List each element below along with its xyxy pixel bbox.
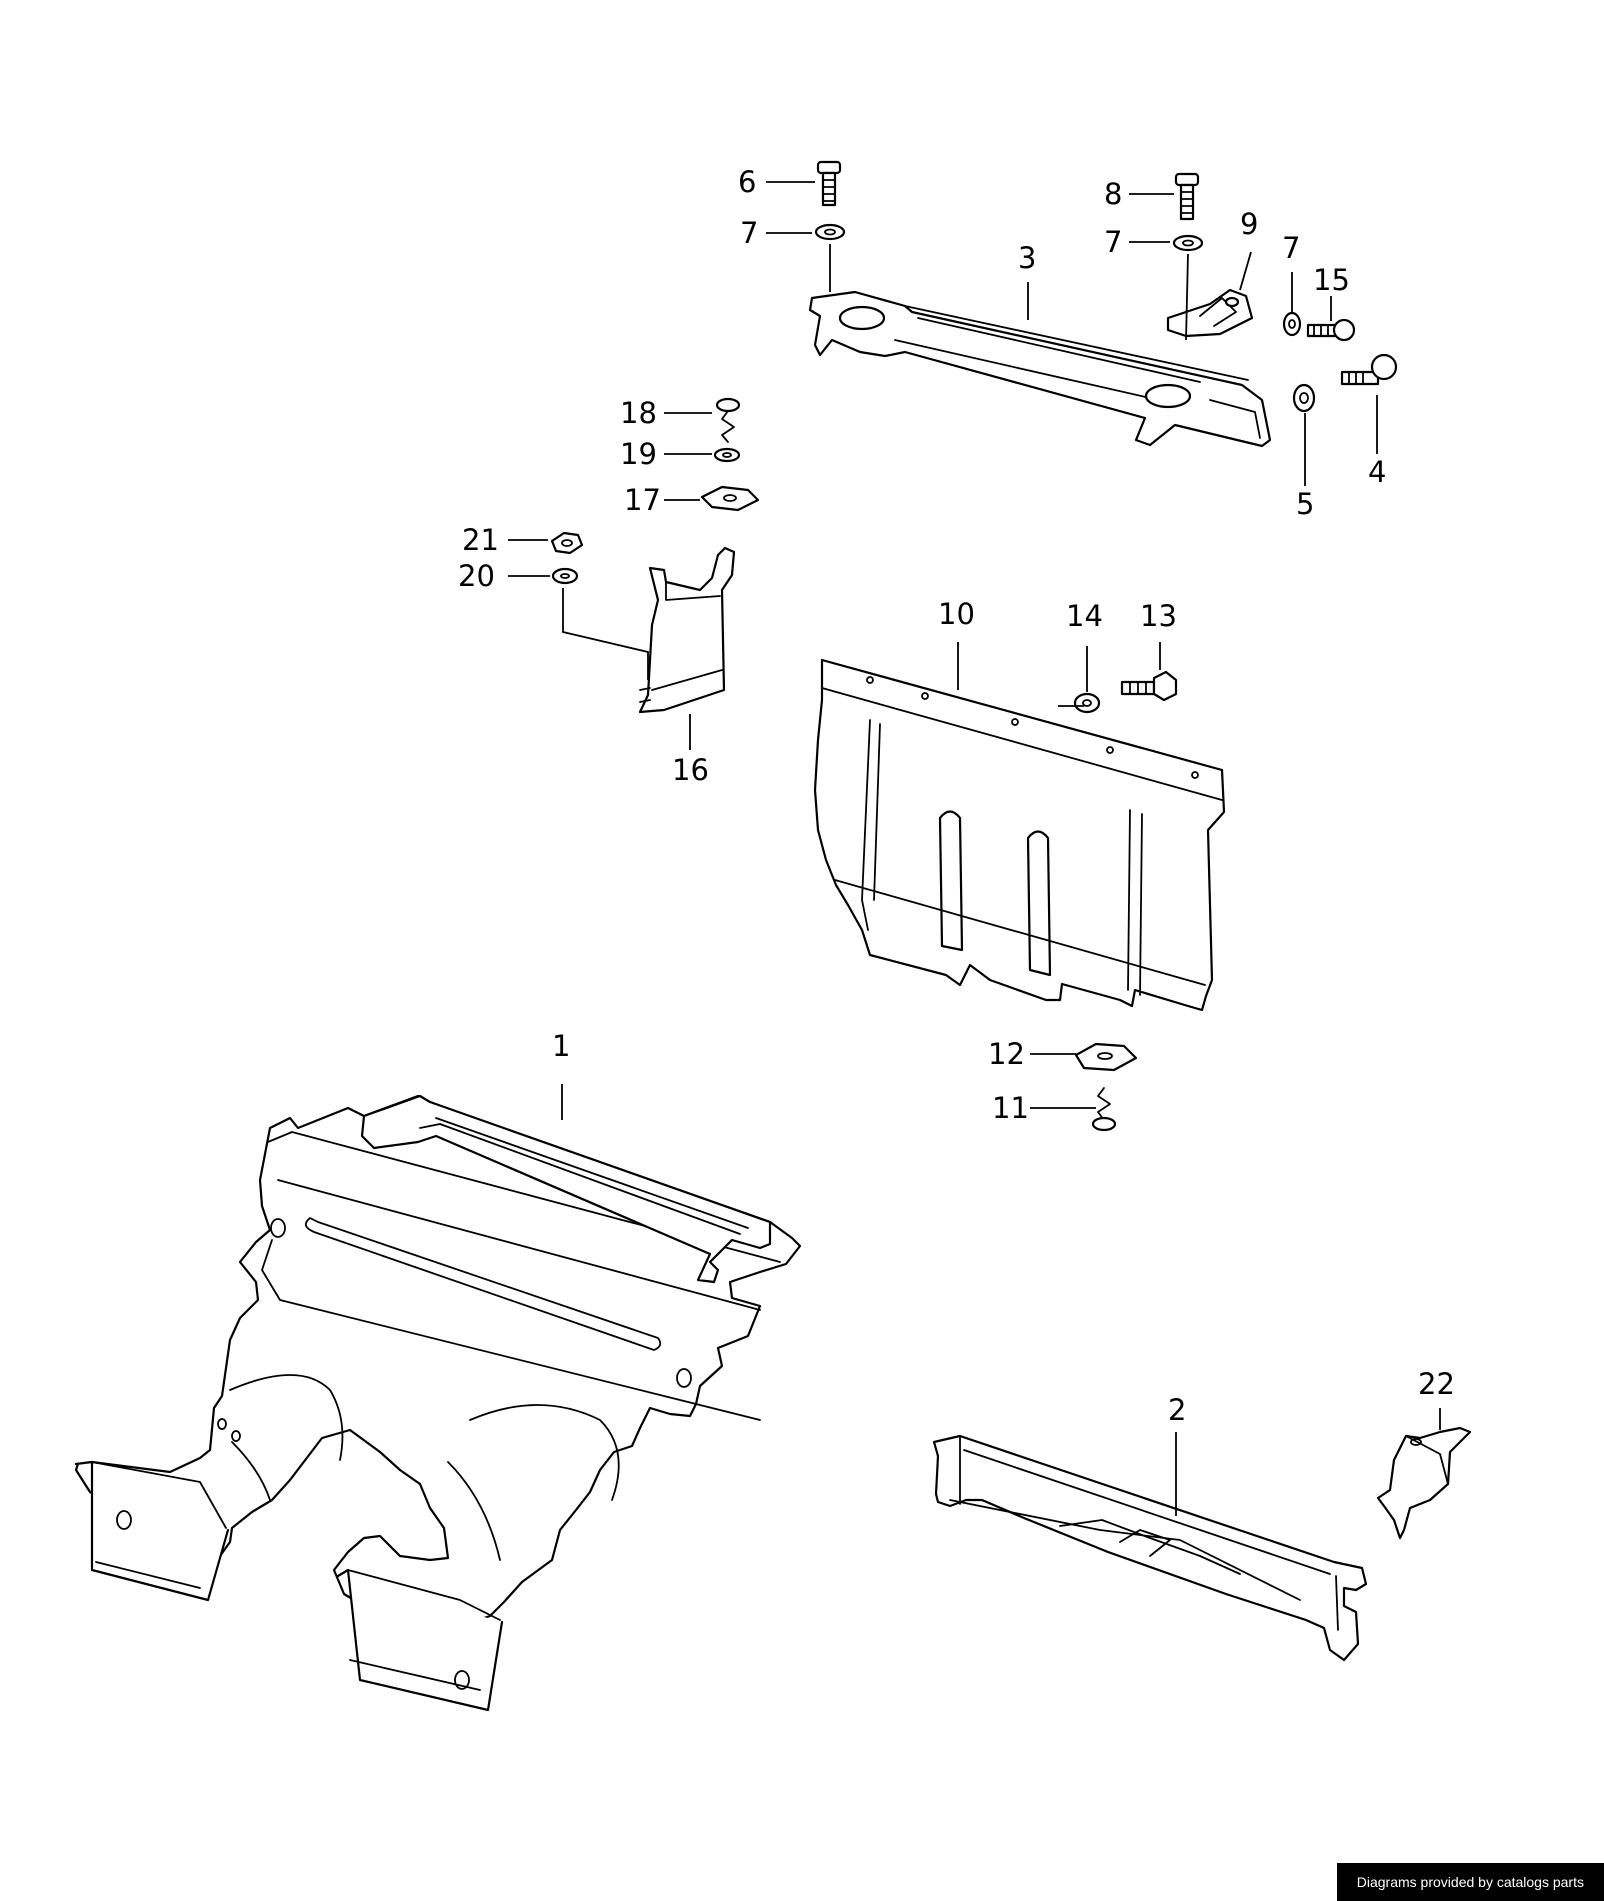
callout-2: 2 — [1168, 1393, 1186, 1427]
part-5-washer — [1292, 383, 1316, 413]
part-15-bolt — [1306, 318, 1356, 342]
part-7-washer — [1282, 311, 1302, 337]
part-11-clip — [1091, 1087, 1117, 1132]
leader-lines — [508, 181, 1441, 1516]
part-14-washer — [1073, 692, 1101, 714]
part-6-bolt — [816, 160, 842, 207]
part-9-bracket — [1166, 288, 1254, 338]
callout-7: 7 — [1282, 231, 1300, 265]
part-1-panel — [74, 1094, 802, 1712]
part-10-shield — [813, 658, 1226, 1012]
callout-21: 21 — [462, 523, 499, 557]
callout-5: 5 — [1296, 487, 1314, 521]
part-2-cross-member — [932, 1434, 1368, 1662]
callout-13: 13 — [1140, 599, 1177, 633]
part-4-bolt — [1340, 353, 1398, 386]
part-18-clip — [715, 397, 741, 443]
callout-12: 12 — [988, 1037, 1025, 1071]
part-17-clip-nut — [700, 485, 760, 512]
credit-label: Diagrams provided by catalogs parts — [1336, 1863, 1604, 1901]
callout-18: 18 — [620, 396, 657, 430]
callout-17: 17 — [624, 483, 661, 517]
callout-16: 16 — [672, 753, 709, 787]
callout-3: 3 — [1018, 241, 1036, 275]
part-19-washer — [713, 447, 741, 463]
callout-7: 7 — [740, 216, 758, 250]
part-7-washer — [814, 223, 846, 241]
part-13-bolt — [1120, 670, 1178, 702]
callout-7: 7 — [1104, 225, 1122, 259]
part-21-nut — [550, 531, 584, 555]
callout-20: 20 — [458, 559, 495, 593]
part-3-cross-member — [808, 290, 1272, 448]
callout-22: 22 — [1418, 1367, 1455, 1401]
callout-10: 10 — [938, 597, 975, 631]
callout-8: 8 — [1104, 177, 1122, 211]
part-12-clip-nut — [1074, 1042, 1138, 1072]
callout-11: 11 — [992, 1091, 1029, 1125]
part-8-bolt — [1174, 172, 1200, 221]
callout-15: 15 — [1313, 263, 1350, 297]
callout-19: 19 — [620, 437, 657, 471]
part-7-washer — [1172, 234, 1204, 252]
part-20-washer — [551, 567, 579, 585]
part-22-bracket — [1376, 1426, 1472, 1540]
callout-6: 6 — [738, 165, 756, 199]
part-16-bracket — [638, 546, 736, 714]
callout-9: 9 — [1240, 207, 1258, 241]
callout-labels: 6 7 8 7 9 7 15 3 4 5 18 19 17 21 20 16 1… — [458, 165, 1455, 1427]
callout-1: 1 — [552, 1029, 570, 1063]
callout-14: 14 — [1066, 599, 1103, 633]
callout-4: 4 — [1368, 455, 1386, 489]
